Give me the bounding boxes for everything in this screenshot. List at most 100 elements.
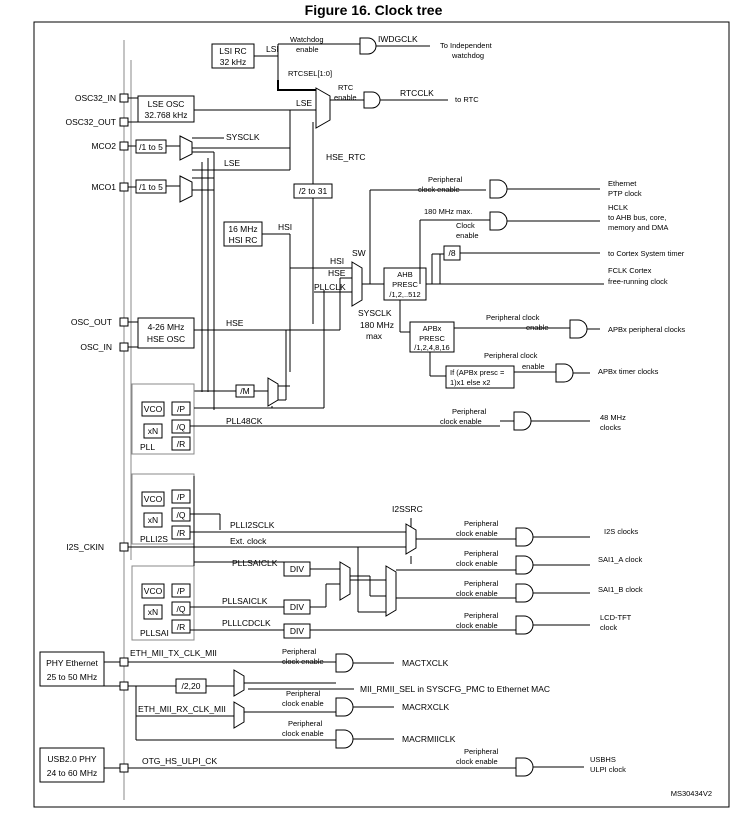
sysclk-mux: [351, 261, 363, 307]
mactx-gate: [335, 653, 354, 673]
hsi-rc-label: HSI RC: [229, 235, 258, 245]
i2s-enable-1: Peripheral: [464, 519, 499, 528]
pllsaiclk-2-label: PLLSAICLK: [222, 596, 268, 606]
ahb-presc-l1: AHB: [397, 270, 412, 279]
sysclk-mco-label: SYSCLK: [226, 132, 260, 142]
figure-ref: MS30434V2: [671, 789, 712, 798]
lse-osc-block: [137, 95, 195, 123]
usb-phy-block: [39, 747, 105, 783]
pllsai-q: [171, 601, 191, 616]
usbhs-2: ULPI clock: [590, 765, 626, 774]
usb-pin: [119, 763, 129, 773]
usbhs-1: USBHS: [590, 755, 616, 764]
sai-b-gate: [515, 583, 534, 603]
eth-tx-label: ETH_MII_TX_CLK_MII: [130, 648, 217, 658]
rtc-enable-1: RTC: [338, 83, 354, 92]
otg-hs-label: OTG_HS_ULPI_CK: [142, 756, 217, 766]
ext-clock-label: Ext. clock: [230, 536, 267, 546]
rtc-mux: [315, 87, 331, 129]
mco1-label: MCO1: [91, 182, 116, 192]
div-pllsai-label: DIV: [290, 564, 305, 574]
pllsai-r: [171, 619, 191, 634]
timer-enable-1: Peripheral clock: [484, 351, 538, 360]
sai-b-enable-1: Peripheral: [464, 579, 499, 588]
macrmii-gate: [335, 729, 354, 749]
sai-a-enable-2: clock enable: [456, 559, 498, 568]
mco2-mux: [179, 135, 193, 161]
clock-enable-2: enable: [456, 231, 479, 240]
p48-gate: [513, 411, 532, 431]
diagram-frame: [33, 21, 730, 808]
osc-out-pin: [119, 317, 129, 327]
div-mco2-label: /1 to 5: [139, 142, 163, 152]
lcd-gate: [515, 615, 534, 635]
osc32-out-label: OSC32_OUT: [65, 117, 116, 127]
macrmii-enable-2: clock enable: [282, 729, 324, 738]
mactx-enable-2: clock enable: [282, 657, 324, 666]
sysclk-max-1: 180 MHz: [360, 320, 394, 330]
plli2s-p: [171, 489, 191, 504]
apb-enable-1: Peripheral clock: [486, 313, 540, 322]
watchdog-enable-1: Watchdog: [290, 35, 324, 44]
lse-mco-label: LSE: [224, 158, 240, 168]
rtcclk-label: RTCCLK: [400, 88, 434, 98]
pllsai-xn-label: xN: [148, 607, 158, 617]
pll-r: [171, 436, 191, 451]
div-2-31-label: /2 to 31: [299, 186, 328, 196]
plli2s-p-label: /P: [177, 492, 185, 502]
hsi-signal-2: HSI: [330, 256, 344, 266]
apbx-presc-block: [409, 321, 455, 353]
apb-timer-note-2: 1)x1 else x2: [450, 378, 490, 387]
eth-rx-label: ETH_MII_RX_CLK_MII: [138, 704, 226, 714]
mco1-pin: [119, 182, 129, 192]
macrx-enable-2: clock enable: [282, 699, 324, 708]
plli2sclk-label: PLLI2SCLK: [230, 520, 275, 530]
pllsai-vco: [141, 583, 165, 599]
to-independent-1: To Independent: [440, 41, 493, 50]
lcd-tft-2: clock: [600, 623, 617, 632]
p48-enable-1: Peripheral: [452, 407, 487, 416]
clock-enable-1: Clock: [456, 221, 475, 230]
hse-osc-freq: 4-26 MHz: [148, 322, 185, 332]
plli2s-q-label: /Q: [177, 510, 186, 520]
phy-pin-rx: [119, 681, 129, 691]
pll-name: PLL: [140, 442, 155, 452]
usb-phy-1: USB2.0 PHY: [47, 754, 96, 764]
timer-enable-2: enable: [522, 362, 545, 371]
sai-b-mux: [385, 565, 397, 617]
apbx-timer: APBx timer clocks: [598, 367, 659, 376]
mii-mux-rx: [233, 701, 245, 729]
ahb-presc-block: [383, 267, 427, 301]
hsi-rc-block: [223, 221, 263, 247]
pll48ck-label: PLL48CK: [226, 416, 263, 426]
to-independent-2: watchdog: [451, 51, 484, 60]
apb-enable-2: enable: [526, 323, 549, 332]
apb-gate: [569, 319, 588, 339]
pllsai-p: [171, 583, 191, 598]
lcd-enable-2: clock enable: [456, 621, 498, 630]
rtcsel-label: RTCSEL[1:0]: [288, 69, 332, 78]
mii-mux-tx: [233, 669, 245, 697]
pll-xn: [143, 423, 163, 439]
mii-rmii-label: MII_RMII_SEL in SYSCFG_PMC to Ethernet M…: [360, 684, 550, 694]
fclk-2: free-running clock: [608, 277, 668, 286]
apbx-presc-l3: /1,2,4,8,16: [414, 343, 449, 352]
ahb-presc-l3: /1,2,..512: [389, 290, 420, 299]
phy-eth-2: 25 to 50 MHz: [47, 672, 98, 682]
hclk-gate: [489, 211, 508, 231]
watchdog-enable-2: enable: [296, 45, 319, 54]
plli2s-vco: [141, 491, 165, 507]
pll-xn-label: xN: [148, 426, 158, 436]
ptp-gate: [489, 179, 508, 199]
div-lcd-label: DIV: [290, 626, 305, 636]
pll-vco: [141, 401, 165, 417]
macrxclk: MACRXCLK: [402, 702, 450, 712]
i2s-gate: [515, 527, 534, 547]
pllsai-p-label: /P: [177, 586, 185, 596]
fclk-1: FCLK Cortex: [608, 266, 652, 275]
lse-osc-freq: 32.768 kHz: [145, 110, 188, 120]
hse-signal-2: HSE: [328, 268, 346, 278]
apbx-presc-l1: APBx: [423, 324, 442, 333]
i2s-ckin-label: I2S_CKIN: [66, 542, 104, 552]
hclk-3: memory and DMA: [608, 223, 668, 232]
